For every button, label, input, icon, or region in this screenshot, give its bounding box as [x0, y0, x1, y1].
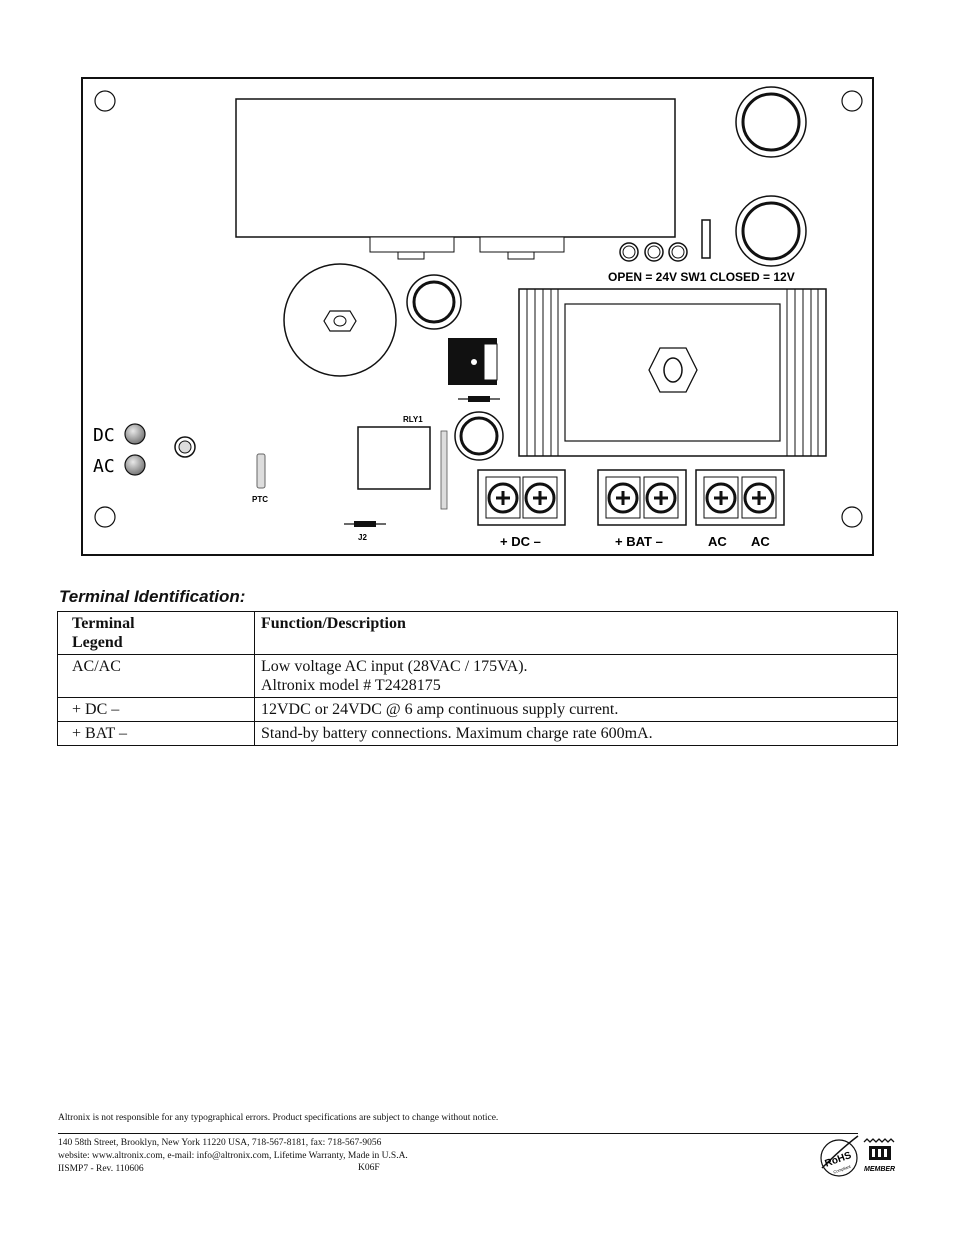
led-ac-icon: [124, 454, 146, 476]
j2-label: J2: [358, 533, 367, 542]
product-code: K06F: [358, 1163, 380, 1173]
sw1-label: OPEN = 24V SW1 CLOSED = 12V: [608, 270, 795, 284]
footer-divider: [58, 1133, 858, 1134]
mounting-hole: [94, 90, 116, 112]
legend-cell: AC/AC: [57, 654, 255, 698]
led-ac-label: AC: [93, 456, 115, 477]
mounting-hole: [841, 90, 863, 112]
header-terminal-legend: Terminal Legend: [57, 611, 255, 655]
website-line: website: www.altronix.com, e-mail: info@…: [58, 1151, 408, 1161]
terminal-block-dc: [477, 469, 566, 526]
relay-rly1: [357, 426, 431, 490]
terminal-dc-label: + DC –: [500, 534, 541, 549]
svg-text:MEMBER: MEMBER: [864, 1166, 895, 1173]
desc-cell: Low voltage AC input (28VAC / 175VA). Al…: [254, 654, 898, 698]
heatsink: [518, 288, 827, 457]
ptc-label: PTC: [252, 495, 268, 504]
terminal-table: Terminal Legend Function/Description AC/…: [57, 611, 898, 746]
svg-text:Compliant: Compliant: [833, 1163, 852, 1174]
table-row: + DC – 12VDC or 24VDC @ 6 amp continuous…: [57, 697, 898, 722]
compliance-logos: RoHS Compliant MEMBER: [820, 1135, 895, 1177]
footer-address-block: 140 58th Street, Brooklyn, New York 1122…: [58, 1137, 408, 1176]
header-function: Function/Description: [254, 611, 898, 655]
rohs-logo-icon: RoHS Compliant: [820, 1135, 859, 1177]
led-dc-icon: [124, 423, 146, 445]
doc-id: IISMP7 - Rev. 110606: [58, 1164, 144, 1174]
terminal-ac2-label: AC: [751, 534, 770, 549]
transformer-block: [235, 98, 676, 238]
terminal-bat-label: + BAT –: [615, 534, 663, 549]
legend-cell: + BAT –: [57, 721, 255, 746]
power-supply-board-diagram: OPEN = 24V SW1 CLOSED = 12V RLY1 PTC J2: [81, 77, 874, 556]
mounting-hole: [841, 506, 863, 528]
desc-cell: 12VDC or 24VDC @ 6 amp continuous supply…: [254, 697, 898, 722]
table-row: AC/AC Low voltage AC input (28VAC / 175V…: [57, 654, 898, 698]
disclaimer: Altronix is not responsible for any typo…: [58, 1113, 499, 1123]
mounting-hole: [94, 506, 116, 528]
sw1-switch: [701, 219, 711, 259]
jumper-j2: [354, 521, 376, 527]
terminal-ac1-label: AC: [708, 534, 727, 549]
member-logo-icon: MEMBER: [863, 1138, 895, 1173]
section-title: Terminal Identification:: [59, 587, 246, 606]
legend-cell: + DC –: [57, 697, 255, 722]
table-header-row: Terminal Legend Function/Description: [57, 611, 898, 655]
led-dc-label: DC: [93, 425, 115, 446]
rly1-label: RLY1: [403, 415, 423, 424]
desc-cell: Stand-by battery connections. Maximum ch…: [254, 721, 898, 746]
terminal-block-bat: [597, 469, 687, 526]
ptc-component: [256, 453, 266, 489]
terminal-block-ac: [695, 469, 785, 526]
address-line: 140 58th Street, Brooklyn, New York 1122…: [58, 1138, 382, 1148]
table-row: + BAT – Stand-by battery connections. Ma…: [57, 721, 898, 746]
